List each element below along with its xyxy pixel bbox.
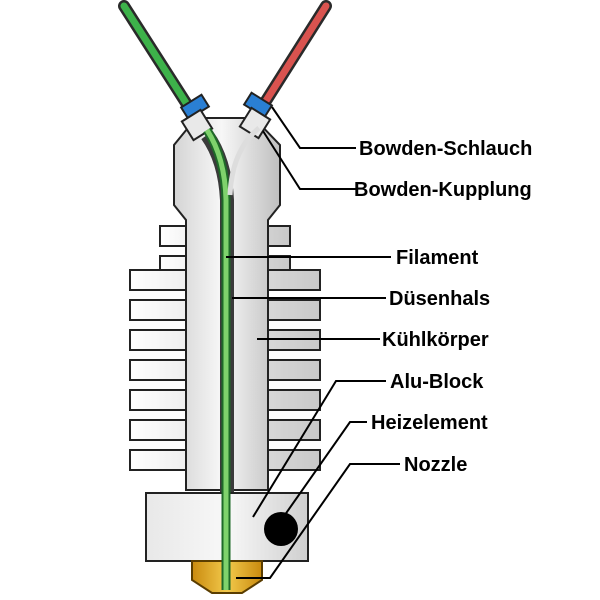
bowden-coupling-right: [238, 91, 274, 140]
leader-heizelement: [274, 421, 367, 530]
bowden-tube-right: [258, 0, 332, 110]
bowden-tube-left: [118, 0, 194, 112]
label-alu-block: Alu-Block: [390, 371, 484, 393]
leader-bowden-schlauch: [271, 106, 356, 149]
label-filament: Filament: [396, 247, 479, 269]
label-bowden-schlauch: Bowden-Schlauch: [359, 138, 532, 160]
label-bowden-kupplung: Bowden-Kupplung: [354, 179, 532, 201]
label-duesenhals: Düsenhals: [389, 288, 490, 310]
label-heizelement: Heizelement: [371, 412, 488, 434]
heater-cartridge: [264, 512, 298, 546]
label-kuehlkoerper: Kühlkörper: [382, 329, 489, 351]
leader-bowden-kupplung: [262, 130, 356, 190]
leader-nozzle: [236, 463, 400, 579]
leader-alu-block: [252, 380, 386, 518]
label-nozzle: Nozzle: [404, 454, 467, 476]
